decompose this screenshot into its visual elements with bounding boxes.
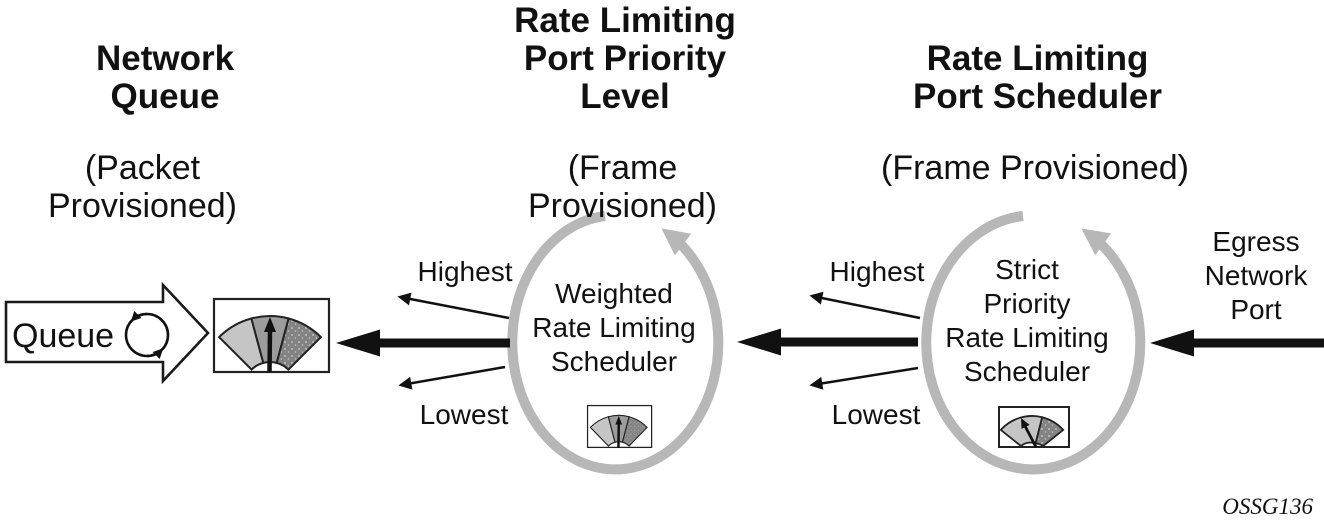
flow-arrow-egress-to-strict: [1150, 329, 1324, 357]
egress-port-label: Egress Network Port: [1204, 226, 1308, 325]
column-subtitle-frame-provisioned-1: (Frame Provisioned): [528, 149, 717, 225]
scheduler-label-weighted: Weighted Rate Limiting Scheduler: [532, 278, 696, 377]
priority-arrow-lowest-strict: [809, 366, 919, 390]
cycle-icon: [124, 311, 170, 359]
scheduler-label-strict: Strict Priority Rate Limiting Scheduler: [945, 254, 1109, 387]
gauge-icon-weighted-scheduler: [586, 404, 653, 449]
rotation-arrow-icon-strict: [921, 211, 1146, 475]
priority-arrow-highest-strict: [809, 291, 921, 320]
rotation-arrow-icon-weighted: [507, 211, 724, 475]
column-title-port-scheduler: Rate Limiting Port Scheduler: [913, 39, 1162, 116]
column-subtitle-frame-provisioned-2: (Frame Provisioned): [881, 149, 1189, 187]
column-title-port-priority-level: Rate Limiting Port Priority Level: [514, 1, 736, 116]
flow-arrow-weighted-to-queue: [336, 329, 510, 357]
figure-caption: OSSG136: [1222, 494, 1313, 519]
column-title-network-queue: Network Queue: [95, 39, 235, 116]
highest-label-weighted: Highest: [417, 256, 513, 287]
flow-arrow-strict-to-weighted: [737, 328, 918, 356]
priority-arrow-highest-weighted: [397, 292, 510, 320]
column-subtitle-packet-provisioned: (Packet Provisioned): [48, 149, 237, 225]
gauge-icon-network-queue: [214, 299, 329, 372]
priority-arrow-lowest-weighted: [398, 365, 506, 390]
highest-label-strict: Highest: [829, 256, 925, 287]
gauge-icon-strict-scheduler: [998, 406, 1070, 448]
lowest-label-weighted: Lowest: [419, 399, 509, 430]
lowest-label-strict: Lowest: [831, 399, 921, 430]
queue-label: Queue: [12, 317, 115, 355]
